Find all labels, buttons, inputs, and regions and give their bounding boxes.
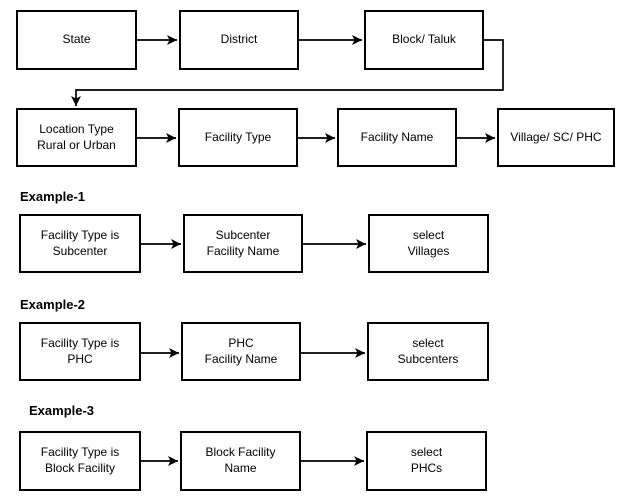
example-2-step-1: Facility Type is PHC (19, 322, 141, 381)
example-3-title: Example-3 (29, 403, 95, 418)
example-1-step-1: Facility Type is Subcenter (19, 214, 141, 273)
flow-node-village-sc-phc: Village/ SC/ PHC (497, 108, 615, 167)
example-1-title: Example-1 (20, 189, 86, 204)
flow-node-location-type: Location Type Rural or Urban (16, 108, 137, 167)
example-3-step-1: Facility Type is Block Facility (19, 431, 141, 491)
flow-node-facility-type: Facility Type (178, 108, 298, 167)
example-1-step-2: Subcenter Facility Name (183, 214, 303, 273)
example-2-step-3: select Subcenters (367, 322, 489, 381)
example-3-step-3: select PHCs (366, 431, 487, 491)
example-2-title: Example-2 (20, 297, 86, 312)
example-3-step-2: Block Facility Name (180, 431, 301, 491)
flow-node-district: District (179, 10, 299, 70)
arrow-block-taluk-to-location-type (71, 39, 504, 106)
flow-node-state: State (16, 10, 137, 70)
flow-node-facility-name: Facility Name (337, 108, 457, 167)
example-2-step-2: PHC Facility Name (181, 322, 301, 381)
example-1-step-3: select Villages (368, 214, 489, 273)
flow-node-block-taluk: Block/ Taluk (364, 10, 484, 70)
